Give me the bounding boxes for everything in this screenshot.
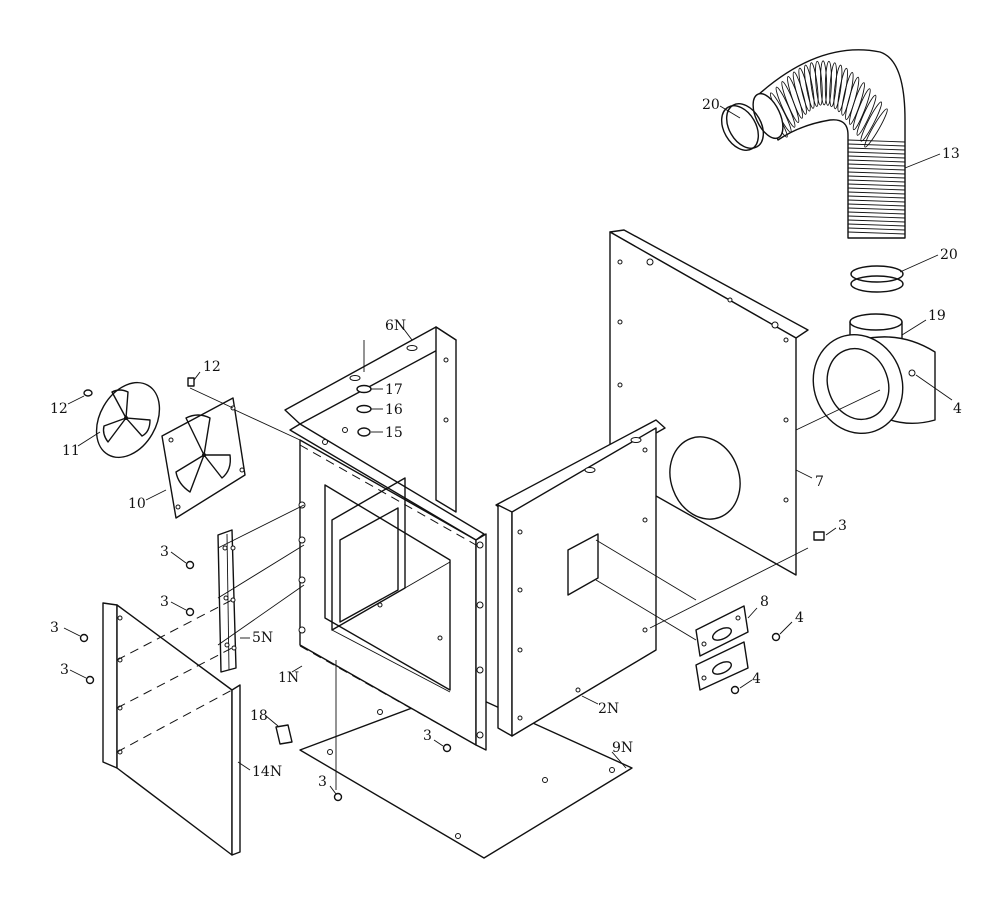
label-3-g: 3	[838, 518, 847, 534]
label-9N: 9N	[612, 740, 633, 756]
callout-labels: 20 13 20 19 4 7 6N 17 16 15 12 12 11 10 …	[50, 97, 962, 790]
screw-3-b	[185, 607, 195, 617]
bracket-8	[695, 605, 749, 691]
access-door-14N	[102, 602, 241, 856]
screw-3-g	[813, 531, 825, 541]
label-3-d: 3	[60, 662, 69, 678]
label-12-right: 12	[203, 359, 221, 375]
label-3-c: 3	[50, 620, 59, 636]
label-1N: 1N	[278, 670, 299, 686]
flexible-duct-13	[752, 49, 906, 239]
side-panel-2N	[495, 419, 666, 737]
label-3-e: 3	[423, 728, 432, 744]
label-3-b: 3	[160, 594, 169, 610]
label-15: 15	[385, 425, 403, 441]
label-17: 17	[385, 382, 403, 398]
label-4-top: 4	[953, 401, 962, 417]
label-20-bottom: 20	[940, 247, 958, 263]
label-2N: 2N	[598, 701, 619, 717]
base-plate-9N	[299, 689, 633, 859]
latch-block-18	[275, 724, 293, 745]
label-4-middle: 4	[795, 610, 804, 626]
label-20-top: 20	[702, 97, 720, 113]
label-4-bottom: 4	[752, 671, 761, 687]
top-panel-6N	[284, 326, 457, 513]
hinge-5N	[217, 529, 237, 673]
label-11: 11	[62, 443, 80, 459]
duct-collar-19	[812, 313, 936, 435]
front-frame-1N	[289, 423, 487, 751]
label-14N: 14N	[252, 764, 282, 780]
screw-12-right	[187, 377, 195, 387]
label-16: 16	[385, 402, 403, 418]
label-5N: 5N	[252, 630, 273, 646]
screw-4-b	[771, 632, 781, 642]
fan-impeller-11	[95, 381, 161, 459]
screw-3-c	[79, 633, 89, 643]
hose-clamp-20-top	[720, 103, 765, 151]
label-7: 7	[815, 474, 824, 490]
screw-3-d	[85, 675, 95, 685]
label-8: 8	[760, 594, 769, 610]
fan-guard-plate-10	[161, 397, 246, 519]
label-13: 13	[942, 146, 960, 162]
label-10: 10	[128, 496, 146, 512]
hose-clamp-20-bottom	[850, 265, 904, 293]
label-12-left: 12	[50, 401, 68, 417]
fastener-stack-15-17	[356, 340, 372, 437]
label-6N: 6N	[385, 318, 406, 334]
screw-4-c	[730, 685, 740, 695]
screw-12-left	[83, 389, 93, 397]
label-19: 19	[928, 308, 946, 324]
screw-3-a	[185, 560, 195, 570]
label-3-a: 3	[160, 544, 169, 560]
leader-lines	[63, 105, 953, 795]
label-18: 18	[250, 708, 268, 724]
screw-3-f	[333, 792, 343, 802]
label-3-f: 3	[318, 774, 327, 790]
screw-3-e	[442, 743, 452, 753]
assembly-guide-lines	[116, 387, 881, 790]
